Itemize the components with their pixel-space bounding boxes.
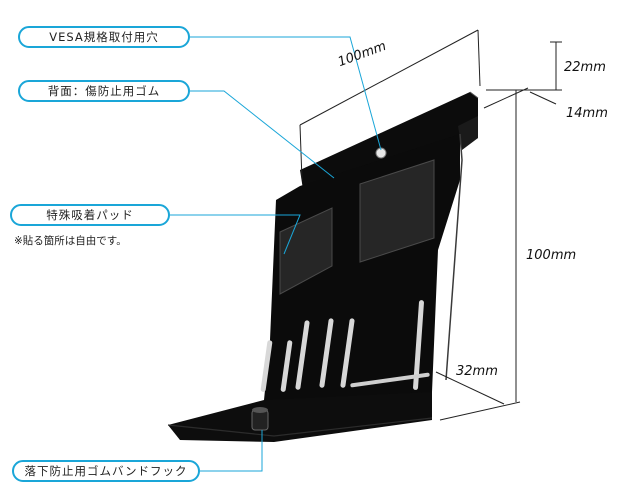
- slot: [295, 320, 310, 390]
- callout-hook: 落下防止用ゴムバンドフック: [12, 460, 200, 482]
- slot: [319, 318, 334, 388]
- slot: [340, 318, 355, 388]
- slot: [280, 340, 293, 392]
- suction-pad-left: [279, 207, 333, 295]
- top-plate: [300, 92, 478, 196]
- top-lip: [458, 116, 478, 150]
- vesa-hole: [375, 147, 387, 159]
- callout-vesa-holes: VESA規格取付用穴: [18, 26, 190, 48]
- dimension-lines: [170, 29, 562, 472]
- dim-depth: 14mm: [566, 106, 608, 121]
- dim-top-height: 22mm: [564, 60, 606, 75]
- callout-suction-pads: 特殊吸着パッド: [10, 204, 170, 226]
- suction-pad-right: [359, 159, 435, 263]
- bottom-slot: [350, 372, 430, 388]
- callout-back-rubber: 背面：傷防止用ゴム: [18, 80, 190, 102]
- pad-placement-note: ※貼る箇所は自由です。: [14, 235, 127, 247]
- bottom-foot: [168, 392, 432, 442]
- slot: [260, 340, 273, 392]
- dim-plate-height: 100mm: [526, 248, 577, 263]
- dim-bottom-depth: 32mm: [456, 364, 498, 379]
- slot: [413, 300, 424, 390]
